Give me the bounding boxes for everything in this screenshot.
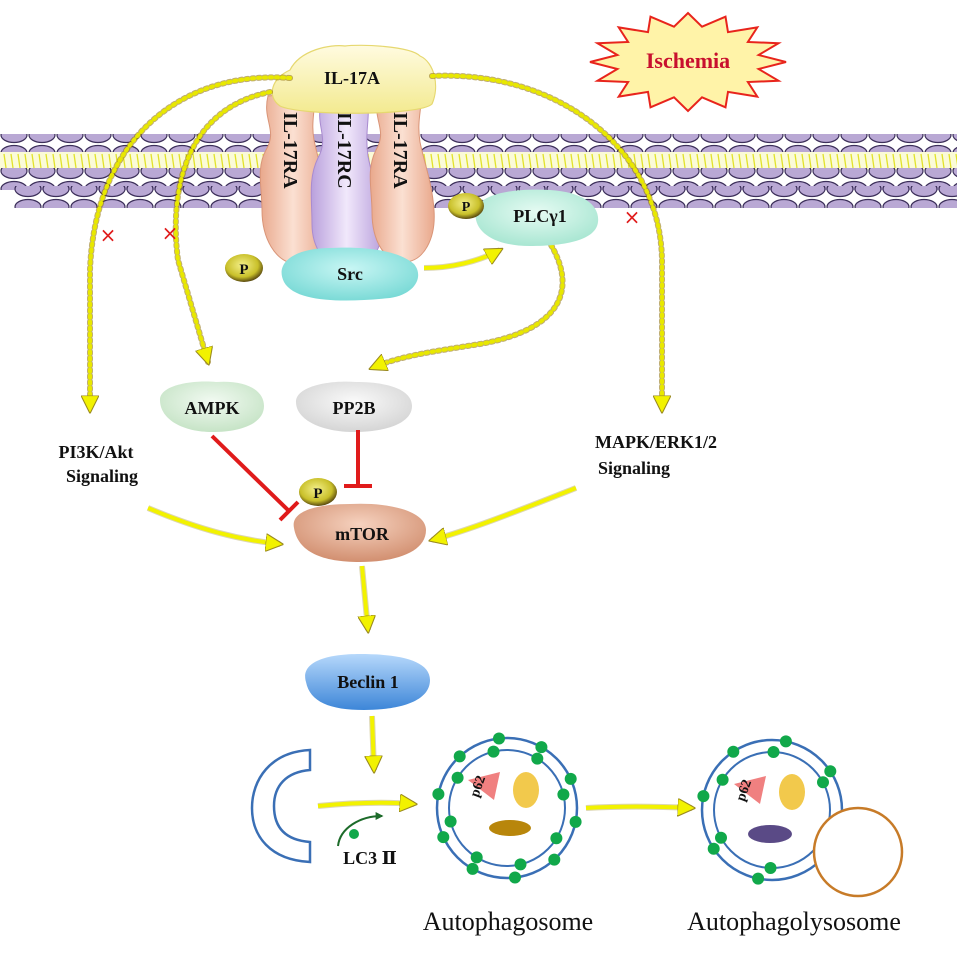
p62-protein <box>468 772 500 800</box>
il17a-to-mapk-path <box>430 73 662 410</box>
il17a-to-pi3k-path <box>90 75 292 410</box>
organelle-purple <box>748 825 792 843</box>
src-phospho: P <box>225 254 263 282</box>
mapk-label-line1: MAPK/ERK1/2 <box>595 432 717 452</box>
mtor-to-beclin-arrow <box>362 565 368 630</box>
lysosome <box>812 806 904 898</box>
il17a-to-ampk-path <box>173 90 272 362</box>
plcg1-phospho-label: P <box>462 200 471 215</box>
dotted-signal-paths <box>90 72 662 410</box>
lc3-puncta-2 <box>697 735 837 885</box>
mapk-to-mtor-arrow <box>432 486 577 540</box>
ampk-label: AMPK <box>185 398 240 418</box>
autophagosome: p62 <box>432 732 582 884</box>
mtor-node: mTOR <box>293 503 426 562</box>
phagophore <box>250 748 312 864</box>
autophagolysosome: p62 <box>697 735 904 898</box>
organelle-yellow <box>513 772 539 808</box>
il17ra-left-label: IL-17RA <box>279 112 301 189</box>
src-node: Src <box>281 247 419 301</box>
ampk-blocked-mark: × <box>162 221 179 245</box>
mapk-erk-signaling: MAPK/ERK1/2 Signaling <box>595 432 717 478</box>
beclin1-node: Beclin 1 <box>305 654 430 710</box>
src-phospho-label: P <box>239 262 248 278</box>
pi3k-blocked-mark: × <box>100 223 117 247</box>
plcg1-phospho: P <box>448 193 484 219</box>
autophagolysosome-label: Autophagolysosome <box>687 907 901 936</box>
lc3-puncta <box>432 732 582 884</box>
il17a-label: IL-17A <box>324 68 380 88</box>
cell-membrane <box>0 134 957 208</box>
ampk-inhibits-mtor <box>210 434 292 514</box>
src-to-plcg1-arrow <box>423 250 500 270</box>
ischemia-label: Ischemia <box>646 48 730 73</box>
p62-label-2: p62 <box>734 778 756 804</box>
lc3-arrow <box>337 812 384 847</box>
mtor-phospho: P <box>299 478 337 506</box>
plcg1-node: PLCγ1 <box>475 189 599 246</box>
pi3k-label-line1: PI3K/Akt <box>58 442 133 462</box>
plcg1-to-pp2b-path <box>372 238 565 368</box>
p62-protein-2 <box>734 776 766 804</box>
ischemia-burst: Ischemia <box>589 11 787 113</box>
organelle-brown <box>489 820 531 836</box>
lc3-ii: LC3 Ⅱ <box>337 812 397 868</box>
pp2b-label: PP2B <box>333 398 376 418</box>
mtor-label: mTOR <box>335 524 390 544</box>
pi3k-label-line2: Signaling <box>66 466 138 486</box>
organelle-yellow-2 <box>779 774 805 810</box>
beclin1-label: Beclin 1 <box>337 672 399 692</box>
lipid-tails <box>3 153 957 169</box>
autophagosome-to-autophagolysosome-arrow <box>585 807 692 809</box>
mtor-phospho-label: P <box>313 486 322 502</box>
phagophore-to-autophagosome-arrow <box>317 803 414 806</box>
pi3k-to-mtor-arrow <box>147 506 280 544</box>
beclin-to-phagophore-arrow <box>372 715 374 770</box>
src-label: Src <box>337 264 363 284</box>
pi3k-akt-signaling: PI3K/Akt Signaling <box>58 442 138 486</box>
il17rc-label: IL-17RC <box>333 112 355 189</box>
ampk-node: AMPK <box>160 381 264 432</box>
plcg1-label: PLCγ1 <box>513 206 566 226</box>
autophagosome-label: Autophagosome <box>423 907 593 936</box>
mapk-label-line2: Signaling <box>598 458 670 478</box>
il17a-ligand: IL-17A <box>271 44 437 114</box>
pp2b-node: PP2B <box>296 381 412 432</box>
mapk-blocked-mark: × <box>624 205 641 229</box>
il17-receptor-complex: IL-17RA IL-17RC IL-17RA <box>259 91 435 271</box>
inhibition-lines <box>210 430 372 522</box>
lc3-dot <box>349 829 359 839</box>
il17ra-right-label: IL-17RA <box>389 112 411 189</box>
p62-label: p62 <box>468 774 490 800</box>
lc3-label: LC3 Ⅱ <box>343 848 397 868</box>
blocked-marks: × × × <box>100 205 641 247</box>
